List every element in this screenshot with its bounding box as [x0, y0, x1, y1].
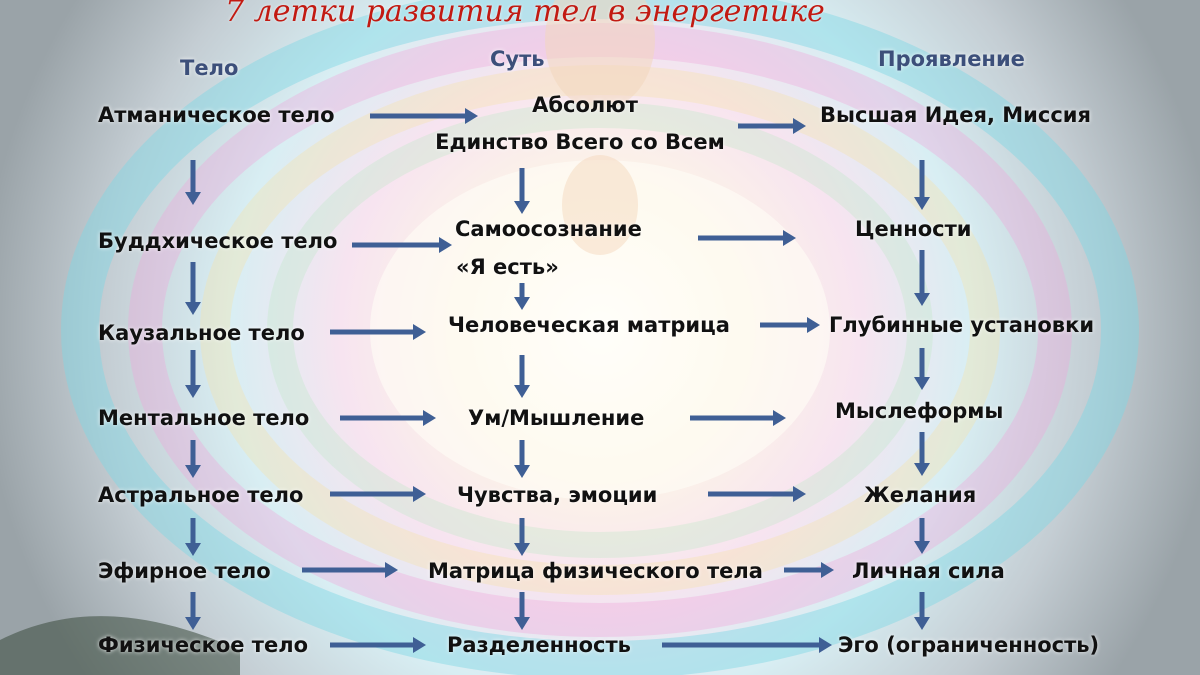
body-causal: Каузальное тело: [98, 321, 305, 345]
essence-unity: Единство Всего со Всем: [435, 130, 725, 154]
arrow-body-essence-6: [302, 562, 398, 578]
arrow-body-down-4: [185, 440, 201, 478]
body-astral: Астральное тело: [98, 483, 304, 507]
arrow-manif-down-3: [914, 348, 930, 390]
body-etheric: Эфирное тело: [98, 559, 271, 583]
header-manifestation: Проявление: [878, 47, 1025, 71]
essence-self-awareness: Самоосознание: [455, 217, 642, 241]
essence-mind: Ум/Мышление: [468, 406, 645, 430]
body-mental: Ментальное тело: [98, 406, 310, 430]
diagram-title: 7 летки развития тел в энергетике: [225, 0, 825, 29]
arrow-body-down-1: [185, 160, 201, 205]
arrow-essence-manif-3: [760, 317, 820, 333]
body-atmanic: Атманическое тело: [98, 103, 335, 127]
essence-separateness: Разделенность: [447, 633, 631, 657]
header-essence: Суть: [490, 47, 545, 71]
manif-personal-power: Личная сила: [852, 559, 1005, 583]
body-buddhic: Буддхическое тело: [98, 229, 338, 253]
arrow-body-down-2: [185, 262, 201, 315]
arrow-body-essence-4: [340, 410, 436, 426]
essence-physical-matrix: Матрица физического тела: [428, 559, 763, 583]
arrow-essence-manif-6: [784, 562, 834, 578]
arrow-body-down-5: [185, 518, 201, 556]
arrow-essence-down-6: [514, 592, 530, 630]
arrow-essence-manif-4: [690, 410, 786, 426]
body-physical: Физическое тело: [98, 633, 309, 657]
arrow-essence-manif-1: [738, 118, 806, 134]
arrow-essence-down-3: [514, 355, 530, 398]
arrow-manif-down-2: [914, 250, 930, 306]
manif-ego: Эго (ограниченность): [838, 633, 1100, 657]
arrow-body-essence-1: [370, 108, 478, 124]
essence-feelings: Чувства, эмоции: [457, 483, 658, 507]
essence-i-am: «Я есть»: [456, 255, 559, 279]
manif-desires: Желания: [864, 483, 977, 507]
arrow-essence-manif-7: [662, 637, 832, 653]
arrow-essence-down-1: [514, 168, 530, 214]
arrow-manif-down-1: [914, 160, 930, 210]
arrow-essence-down-5: [514, 518, 530, 556]
manif-beliefs: Глубинные установки: [829, 313, 1095, 337]
arrow-manif-down-6: [914, 592, 930, 630]
arrow-essence-down-2: [514, 283, 530, 310]
arrow-body-essence-2: [352, 237, 452, 253]
arrow-body-essence-3: [330, 324, 426, 340]
manif-values: Ценности: [855, 217, 972, 241]
arrow-essence-manif-5: [708, 486, 806, 502]
arrow-body-essence-5: [330, 486, 426, 502]
arrow-body-essence-7: [330, 637, 426, 653]
arrow-essence-manif-2: [698, 230, 796, 246]
header-body: Тело: [180, 56, 239, 80]
essence-absolute: Абсолют: [532, 93, 638, 117]
arrow-manif-down-5: [914, 518, 930, 554]
essence-human-matrix: Человеческая матрица: [448, 313, 730, 337]
arrow-manif-down-4: [914, 432, 930, 476]
arrow-body-down-3: [185, 350, 201, 398]
manif-thoughtforms: Мыслеформы: [835, 399, 1004, 423]
manif-mission: Высшая Идея, Миссия: [820, 103, 1091, 127]
arrow-essence-down-4: [514, 440, 530, 478]
arrow-body-down-6: [185, 592, 201, 630]
